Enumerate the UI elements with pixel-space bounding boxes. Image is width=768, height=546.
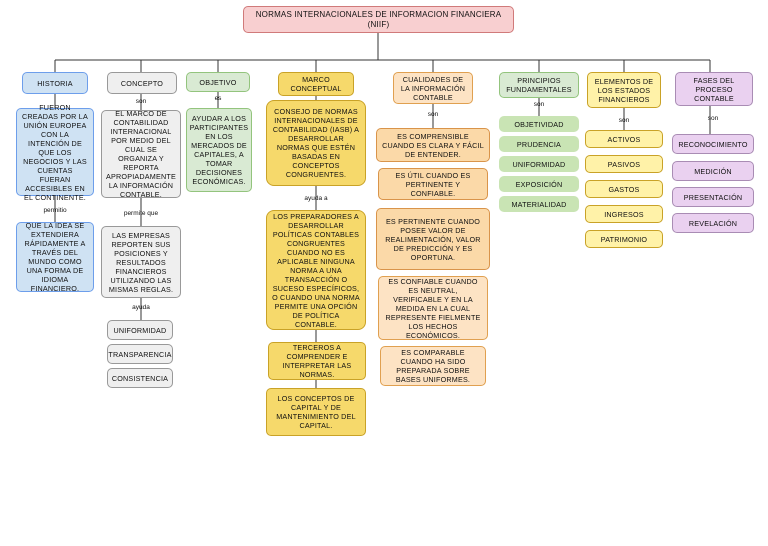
concepto-item-uniformidad: UNIFORMIDAD	[107, 320, 173, 340]
principios-header: PRINCIPIOS FUNDAMENTALES	[499, 72, 579, 98]
principios-item-objetividad: OBJETIVIDAD	[499, 116, 579, 132]
cualidades-item-comprensible: ES COMPRENSIBLE CUANDO ES CLARA Y FÁCIL …	[376, 128, 490, 162]
historia-text-1: FUERON CREADAS POR LA UNIÓN EUROPEA CON …	[16, 103, 94, 202]
historia-text-2: QUE LA IDEA SE EXTENDIERA RÁPIDAMENTE A …	[16, 221, 94, 293]
cualidades-item-confiable: ES CONFIABLE CUANDO ES NEUTRAL, VERIFICA…	[378, 276, 488, 340]
concepto-header: CONCEPTO	[107, 72, 177, 94]
marco-text-3: TERCEROS A COMPRENDER E INTERPRETAR LAS …	[268, 342, 366, 380]
objetivo-header: OBJETIVO	[186, 72, 250, 92]
elementos-item-ingresos: INGRESOS	[585, 205, 663, 223]
link-permitio: permitio	[43, 207, 67, 214]
cualidades-item-pertinente: ES PERTINENTE CUANDO POSEE VALOR DE REAL…	[376, 208, 490, 270]
elementos-item-activos: ACTIVOS	[585, 130, 663, 148]
principios-item-materialidad: MATERIALIDAD	[499, 196, 579, 212]
elementos-item-gastos: GASTOS	[585, 180, 663, 198]
cualidades-item-comparable: ES COMPARABLE CUANDO HA SIDO PREPARADA S…	[380, 346, 486, 386]
link-ayuda-a: ayuda a	[304, 195, 328, 202]
concepto-text-2: LAS EMPRESAS REPORTEN SUS POSICIONES Y R…	[101, 226, 181, 298]
marco-text-1: CONSEJO DE NORMAS INTERNACIONALES DE CON…	[266, 100, 366, 186]
elementos-header: ELEMENTOS DE LOS ESTADOS FINANCIEROS	[587, 72, 661, 108]
historia-header: HISTORIA	[22, 72, 88, 94]
principios-item-prudencia: PRUDENCIA	[499, 136, 579, 152]
link-es: es	[214, 95, 222, 102]
link-son: son	[135, 98, 147, 105]
elementos-item-pasivos: PASIVOS	[585, 155, 663, 173]
link-son: son	[618, 117, 630, 124]
concepto-item-transparencia: TRANSPARENCIA	[107, 344, 173, 364]
cualidades-item-util: ES ÚTIL CUANDO ES PERTINENTE Y CONFIABLE…	[378, 168, 488, 200]
fases-header: FASES DEL PROCESO CONTABLE	[675, 72, 753, 106]
fases-item-revelacion: REVELACIÓN	[672, 213, 754, 233]
principios-item-uniformidad: UNIFORMIDAD	[499, 156, 579, 172]
link-permite-que: permite que	[123, 210, 159, 217]
link-son: son	[707, 115, 719, 122]
link-son: son	[533, 101, 545, 108]
cualidades-header: CUALIDADES DE LA INFORMACIÓN CONTABLE	[393, 72, 473, 104]
fases-item-presentacion: PRESENTACIÓN	[672, 187, 754, 207]
fases-item-reconocimiento: RECONOCIMIENTO	[672, 134, 754, 154]
marco-text-4: LOS CONCEPTOS DE CAPITAL Y DE MANTENIMIE…	[266, 388, 366, 436]
fases-item-medicion: MEDICIÓN	[672, 161, 754, 181]
diagram-title: NORMAS INTERNACIONALES DE INFORMACION FI…	[243, 6, 514, 33]
elementos-item-patrimonio: PATRIMONIO	[585, 230, 663, 248]
marco-header: MARCO CONCEPTUAL	[278, 72, 354, 96]
objetivo-text-1: AYUDAR A LOS PARTICIPANTES EN LOS MERCAD…	[186, 108, 252, 192]
link-ayuda: ayuda	[132, 304, 150, 311]
concepto-item-consistencia: CONSISTENCIA	[107, 368, 173, 388]
marco-text-2: LOS PREPARADORES A DESARROLLAR POLÍTICAS…	[266, 210, 366, 330]
principios-item-exposicion: EXPOSICIÓN	[499, 176, 579, 192]
link-son: son	[427, 111, 439, 118]
concepto-text-1: EL MARCO DE CONTABILIDAD INTERNACIONAL P…	[101, 109, 181, 199]
